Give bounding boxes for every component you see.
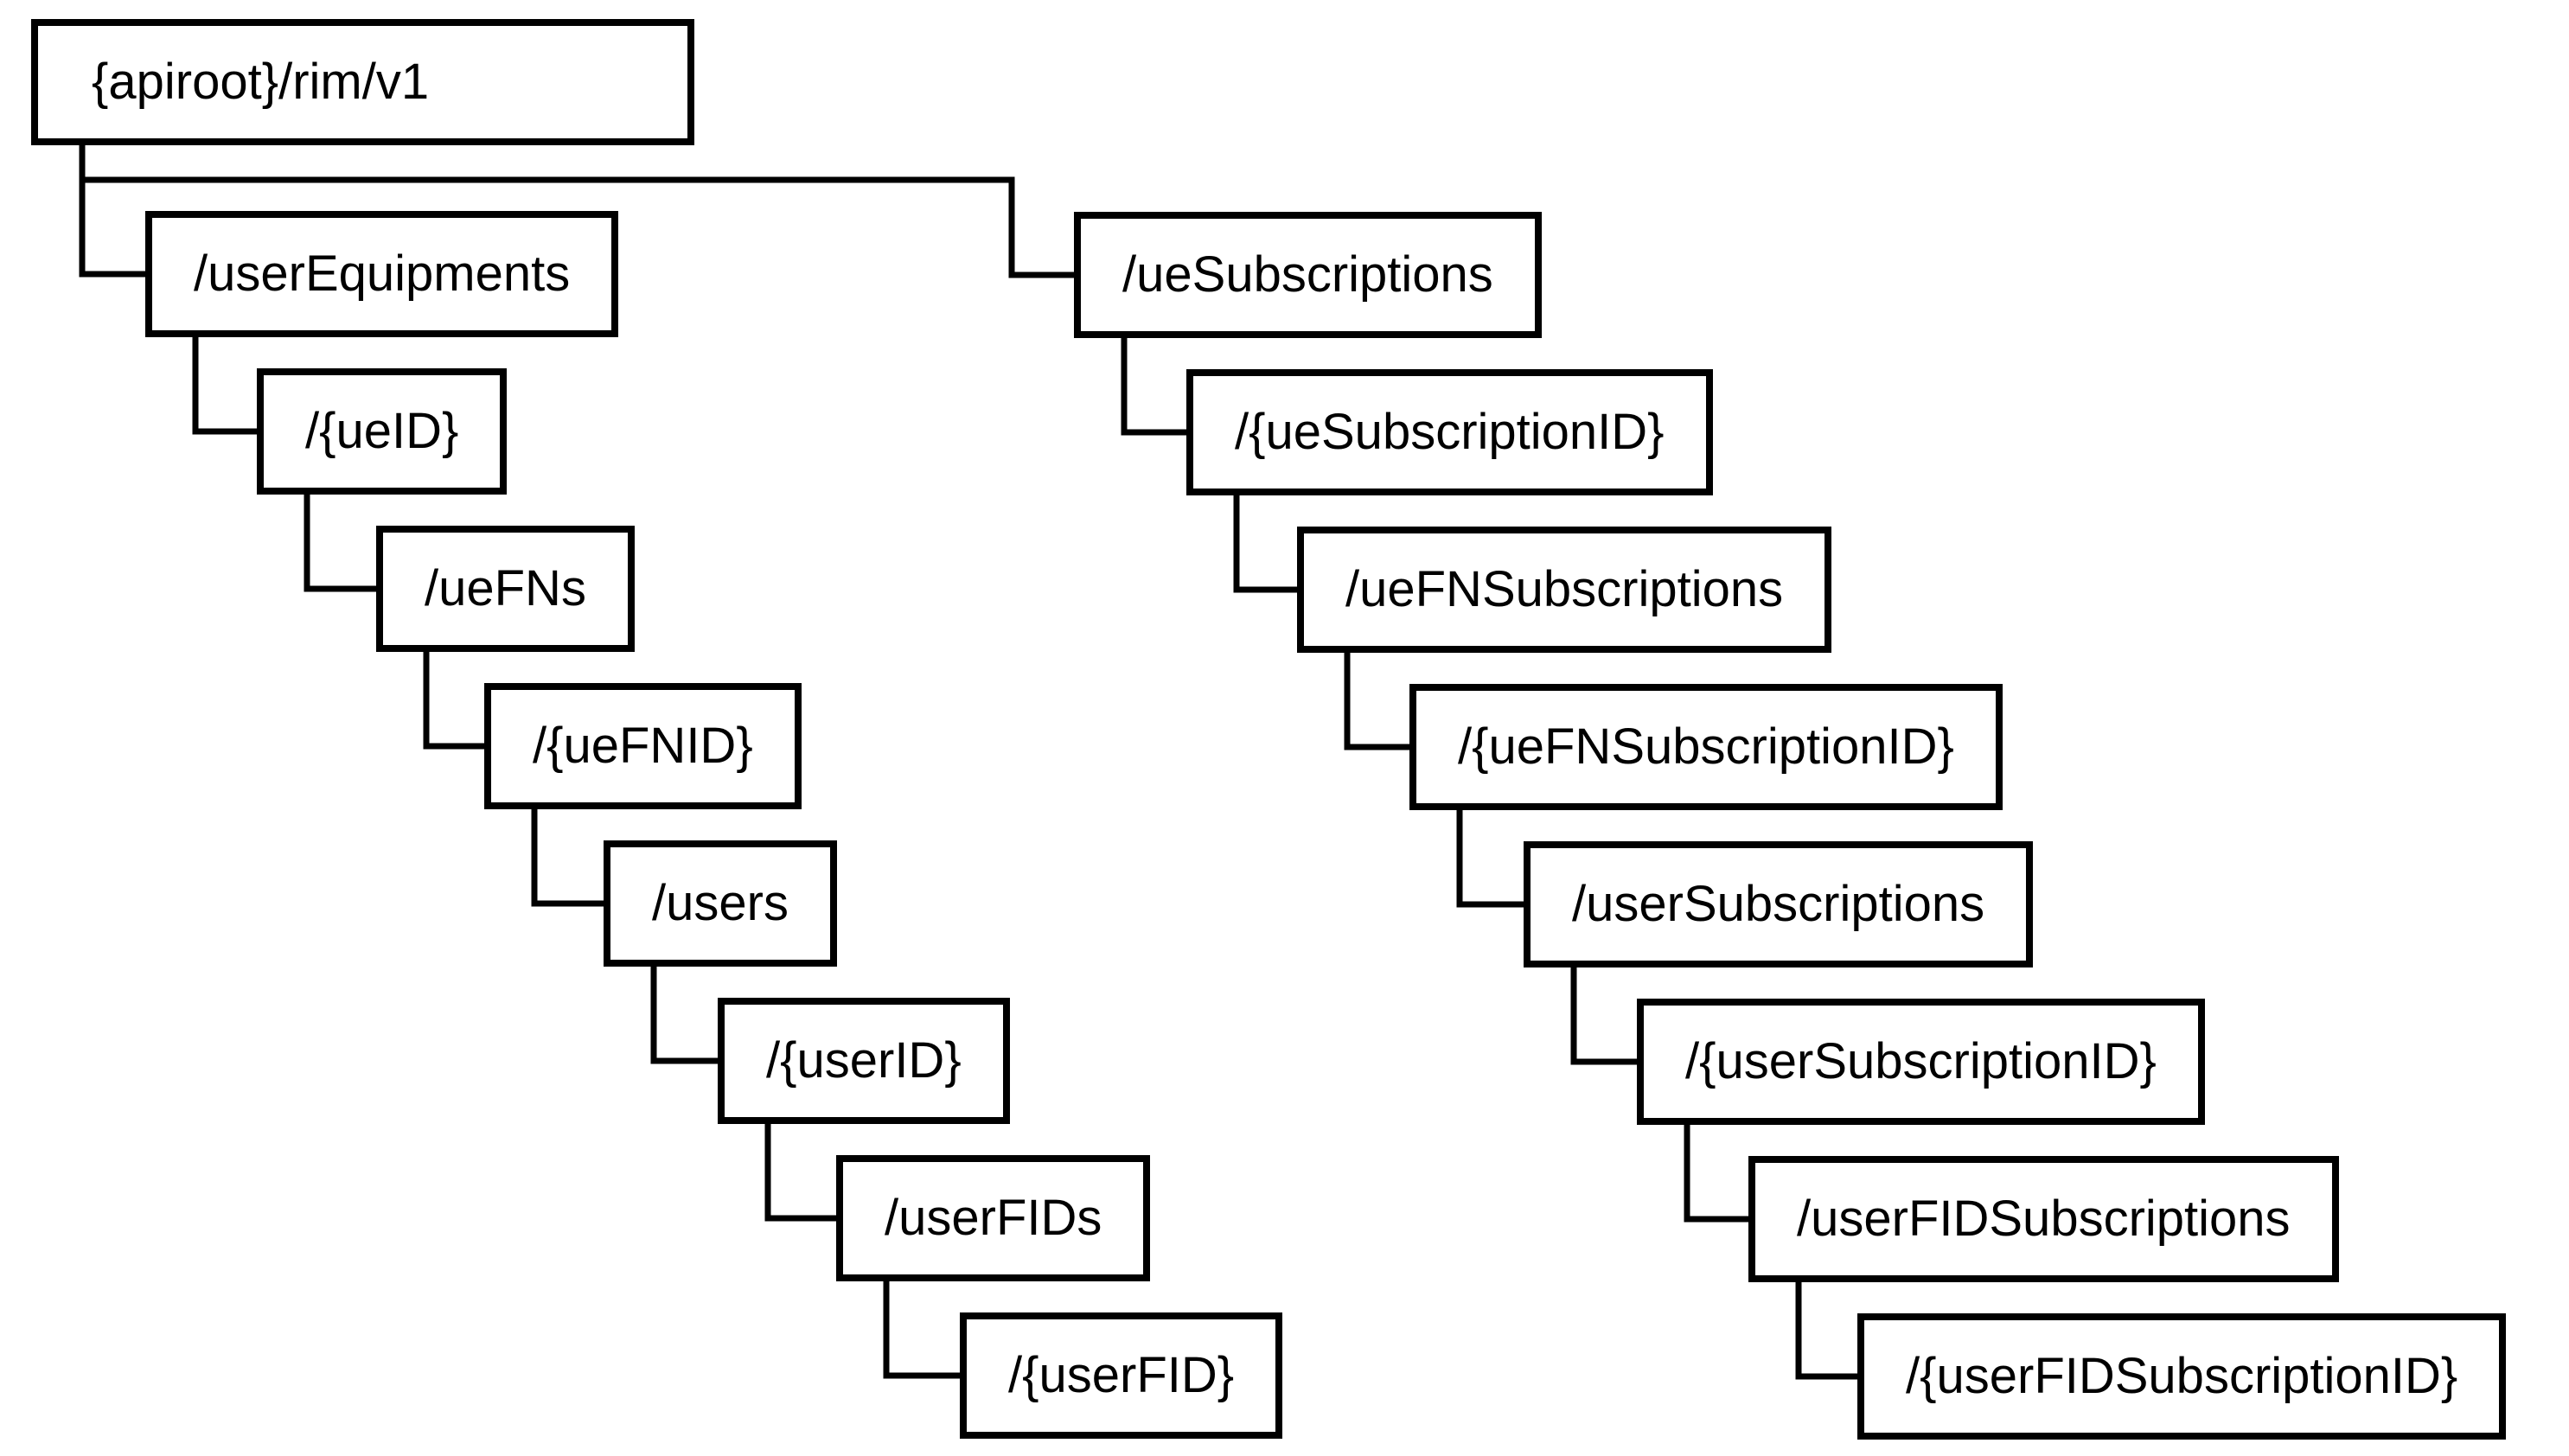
node-ueSubscriptionID: /{ueSubscriptionID} — [1186, 369, 1713, 495]
connector-ueFNSubscriptionID-userSubscriptions — [1456, 807, 1527, 908]
node-userID: /{userID} — [718, 998, 1010, 1124]
connector-userSubscriptions-userSubscriptionID — [1570, 964, 1640, 1065]
node-ueFNSubscriptionID: /{ueFNSubscriptionID} — [1409, 684, 2003, 810]
connector-root-ueSubscriptions — [82, 176, 1077, 278]
connector-ueSubscriptions-ueSubscriptionID — [1121, 335, 1190, 436]
node-userFID: /{userFID} — [960, 1312, 1283, 1439]
node-ueSubscriptions: /ueSubscriptions — [1074, 212, 1542, 338]
node-userSubscriptions: /userSubscriptions — [1524, 841, 2034, 967]
node-apiroot-rim-v1: {apiroot}/rim/v1 — [31, 19, 694, 145]
connector-userEquipments-ueID — [192, 334, 260, 435]
connector-root-userEquipments — [79, 138, 149, 278]
node-userSubscriptionID: /{userSubscriptionID} — [1637, 999, 2205, 1125]
connector-userID-userFIDs — [764, 1121, 840, 1222]
connector-userFIDSubscriptions-userFIDSubscriptionID — [1795, 1279, 1861, 1380]
connector-ueFNSubscriptions-ueFNSubscriptionID — [1344, 649, 1413, 750]
connector-ueFNID-users — [531, 806, 607, 907]
node-ueFNs: /ueFNs — [376, 526, 635, 652]
node-ueFNID: /{ueFNID} — [484, 683, 802, 809]
connector-ueSubscriptionID-ueFNSubscriptions — [1233, 492, 1300, 593]
node-userFIDs: /userFIDs — [836, 1155, 1151, 1281]
connector-users-userID — [650, 963, 721, 1064]
connector-ueFNs-ueFNID — [423, 648, 488, 750]
connector-userSubscriptionID-userFIDSubscriptions — [1684, 1121, 1752, 1223]
node-userEquipments: /userEquipments — [145, 211, 619, 337]
connector-ueID-ueFNs — [304, 491, 380, 592]
node-userFIDSubscriptions: /userFIDSubscriptions — [1748, 1156, 2339, 1282]
node-userFIDSubscriptionID: /{userFIDSubscriptionID} — [1857, 1313, 2507, 1440]
node-ueFNSubscriptions: /ueFNSubscriptions — [1297, 527, 1832, 653]
node-ueID: /{ueID} — [257, 368, 508, 495]
node-users: /users — [604, 840, 837, 967]
connector-userFIDs-userFID — [883, 1278, 963, 1379]
